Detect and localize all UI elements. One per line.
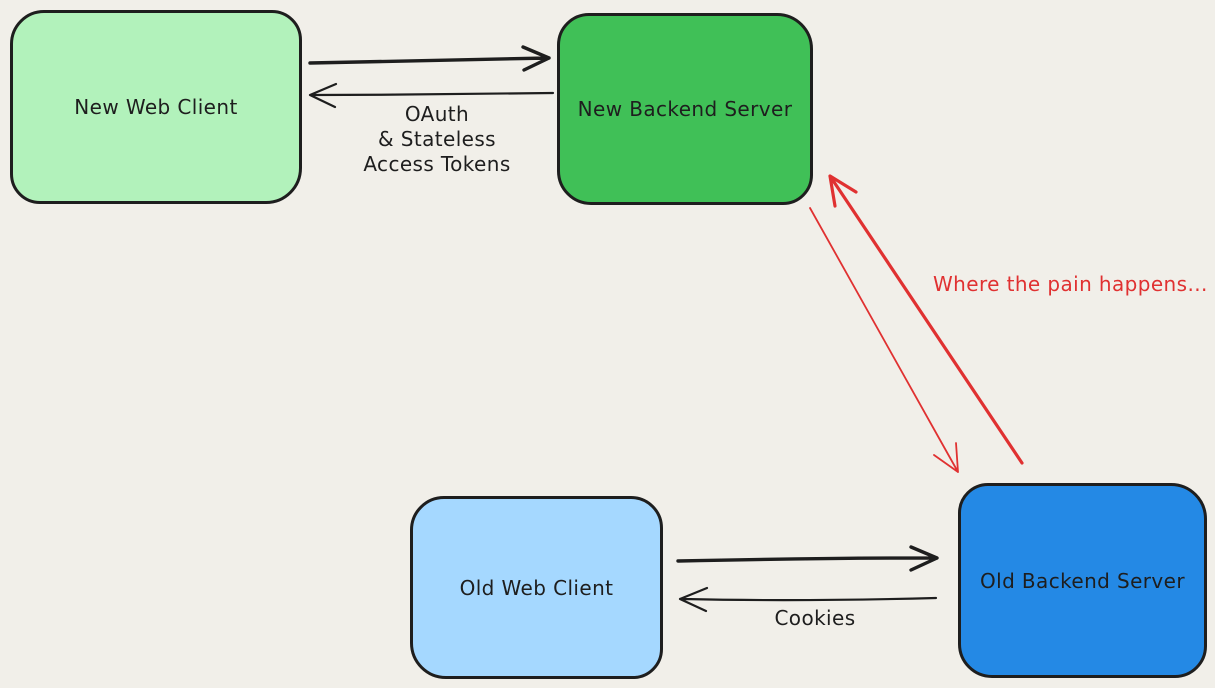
arrow-old-client-to-old-backend [676,545,939,572]
edge-label-oauth-line-3: Access Tokens [363,152,511,176]
arrow-old-backend-to-new-backend [828,174,1024,465]
arrow-new-backend-to-old-backend [809,207,959,473]
edge-label-oauth-line-1: OAuth [404,102,470,126]
edge-label-cookies: Cookies [774,606,856,630]
node-old-web-client: Old Web Client [410,496,663,679]
arrow-new-client-to-new-backend [308,45,551,72]
node-new-web-client-label: New Web Client [74,95,238,119]
node-old-backend-server-label: Old Backend Server [979,568,1185,593]
node-new-backend-server: New Backend Server [557,13,813,205]
node-old-web-client-label: Old Web Client [459,575,614,600]
edge-label-oauth-line-2: & Stateless [378,127,496,151]
edge-label-pain: Where the pain happens... [933,272,1208,296]
node-new-backend-server-label: New Backend Server [577,97,793,121]
node-old-backend-server: Old Backend Server [958,483,1207,678]
edge-label-oauth: OAuth & Stateless Access Tokens [328,102,546,177]
node-new-web-client: New Web Client [10,10,302,204]
